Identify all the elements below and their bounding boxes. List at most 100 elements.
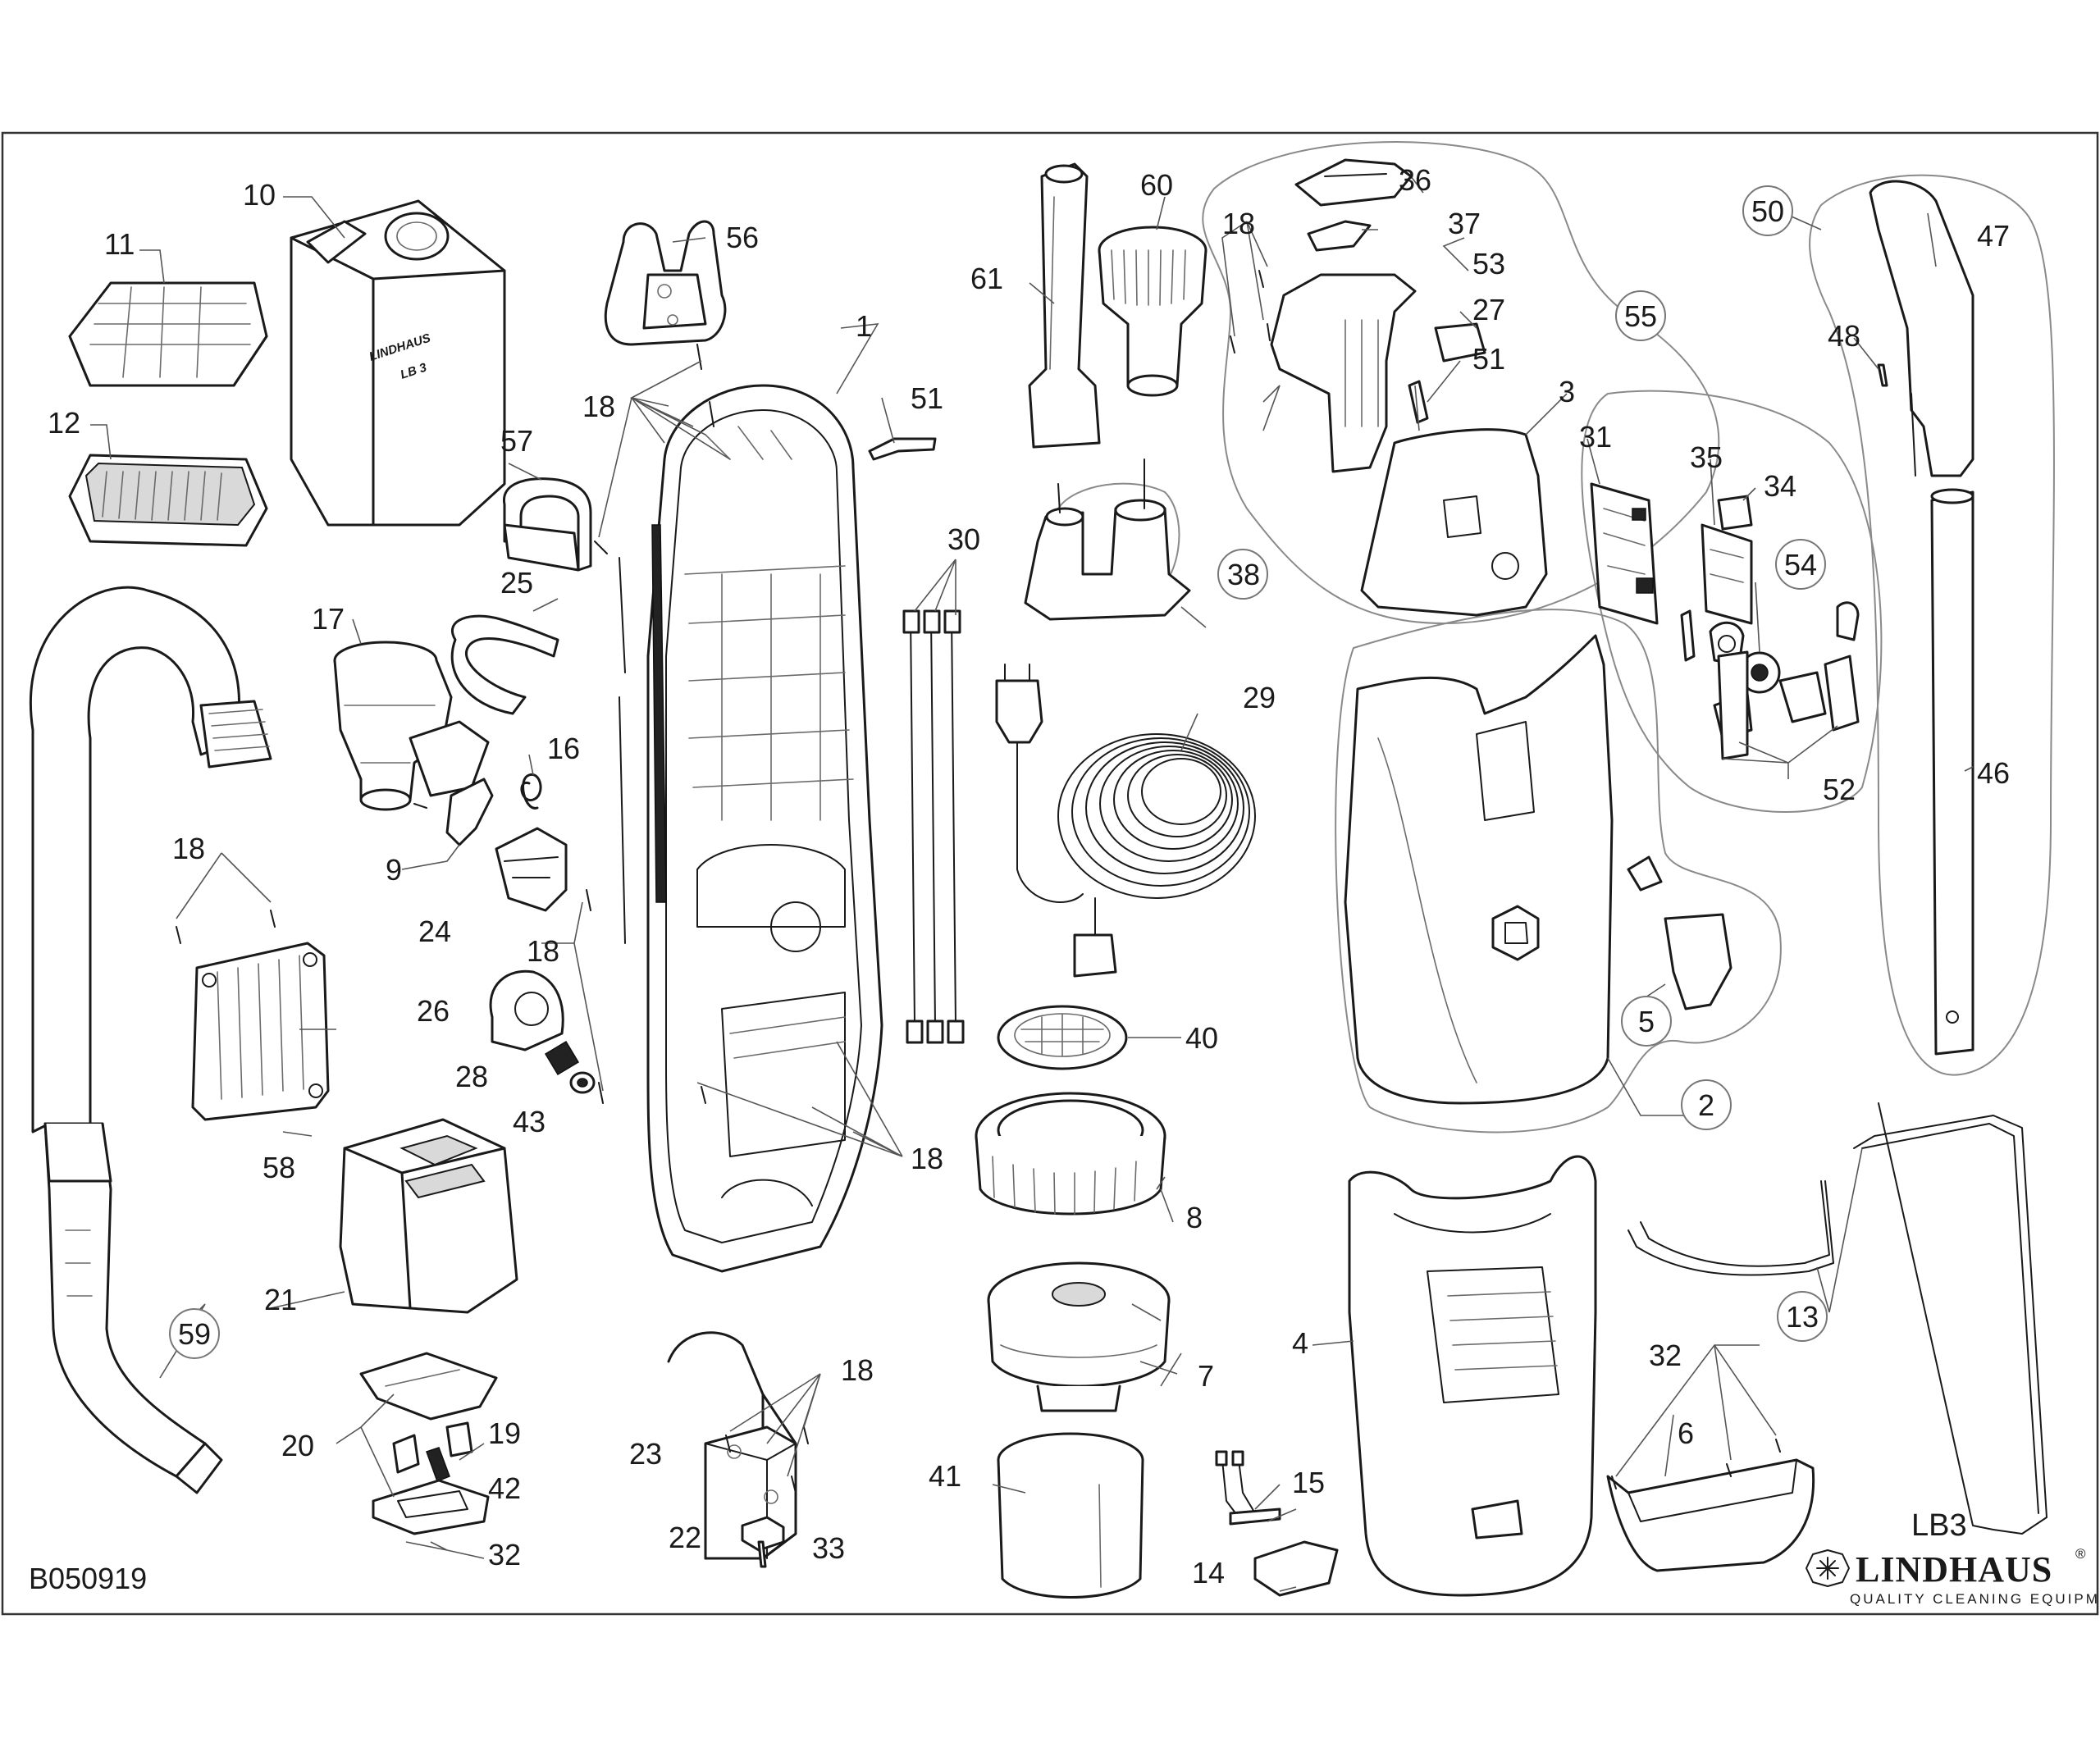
label-part-12: 12 [48, 406, 80, 440]
brand-registered: ® [2075, 1546, 2089, 1562]
handle-tube-part [1930, 488, 1974, 1056]
label-part-21: 21 [264, 1283, 297, 1316]
holder-plate-part [359, 1352, 498, 1421]
label-part-18-housing: 18 [841, 1353, 874, 1387]
label-part-23: 23 [629, 1437, 662, 1471]
switch-rocker-part-37 [1307, 220, 1372, 252]
label-part-51-right: 51 [1472, 342, 1505, 376]
brand-tagline: QUALITY CLEANING EQUIPMENT [1850, 1591, 2100, 1607]
spring-part-42 [426, 1447, 450, 1482]
label-part-61: 61 [970, 262, 1003, 295]
label-part-16: 16 [547, 732, 580, 765]
screw-part-33 [757, 1540, 767, 1568]
clip-part [450, 614, 559, 715]
label-part-32-right: 32 [1649, 1339, 1682, 1372]
label-part-51-left: 51 [911, 381, 943, 415]
label-part-22: 22 [669, 1521, 701, 1554]
dusting-brush-part [1098, 226, 1208, 397]
bubble-2 [1681, 1079, 1732, 1130]
flap-part-9 [445, 778, 494, 846]
label-part-1: 1 [856, 309, 872, 343]
label-part-46: 46 [1977, 756, 2010, 790]
wire-hook-part [1640, 1180, 1830, 1267]
motor-part [987, 1261, 1171, 1412]
label-part-37: 37 [1448, 207, 1481, 240]
handle-grip-part [1869, 180, 1974, 477]
group-outline-front-cover [1335, 609, 1782, 1133]
bushing-part-43 [569, 1071, 596, 1094]
cable-part-15 [1215, 1450, 1281, 1526]
label-part-33: 33 [812, 1531, 845, 1565]
seal-strip-part-2 [619, 696, 626, 944]
bubble-59 [169, 1308, 220, 1359]
lindhaus-logo: LINDHAUS ® QUALITY CLEANING EQUIPMENT [1806, 1546, 2100, 1607]
wire-frame-part [1853, 1102, 2048, 1535]
label-part-34: 34 [1764, 469, 1796, 503]
switch-part-27 [1434, 322, 1486, 363]
tray-part [1606, 1458, 1815, 1572]
bracket-part [503, 477, 592, 572]
nut-part [741, 1516, 785, 1552]
knob-part-52 [1680, 601, 1860, 760]
carry-handle-part [604, 220, 727, 346]
label-part-52: 52 [1823, 773, 1856, 806]
label-part-42: 42 [488, 1471, 521, 1505]
spring-part-16 [520, 773, 542, 810]
label-part-2: 2 [1698, 1088, 1714, 1122]
label-part-59: 59 [178, 1317, 211, 1351]
cover-part-14 [1253, 1540, 1339, 1597]
label-part-14: 14 [1192, 1556, 1225, 1590]
label-part-50: 50 [1751, 194, 1784, 228]
label-part-32-left: 32 [488, 1538, 521, 1571]
label-part-26: 26 [417, 994, 450, 1028]
label-part-55: 55 [1624, 299, 1657, 333]
bubble-55 [1615, 290, 1666, 341]
label-part-19: 19 [488, 1416, 521, 1450]
label-part-31: 31 [1579, 420, 1612, 454]
brand-name: LINDHAUS [1856, 1549, 2052, 1590]
label-part-3: 3 [1559, 375, 1575, 408]
label-part-15: 15 [1292, 1466, 1325, 1499]
label-part-30: 30 [947, 522, 980, 556]
label-part-18-mid: 18 [527, 934, 559, 968]
circuit-board-part-35 [1701, 523, 1753, 625]
micro-filter-part [68, 454, 268, 547]
wire-hook-part-2 [1628, 1180, 1834, 1276]
spring-part-28 [544, 1040, 580, 1076]
label-part-27: 27 [1472, 293, 1505, 326]
label-part-20: 20 [281, 1429, 314, 1462]
side-panel-part [191, 942, 330, 1121]
hose-part [30, 586, 272, 1494]
base-plate-part [372, 1479, 490, 1535]
screw-set [176, 270, 1781, 1494]
label-part-47: 47 [1977, 219, 2010, 253]
label-part-18-left: 18 [172, 832, 205, 865]
motor-filter-part [997, 1005, 1128, 1070]
label-part-36: 36 [1399, 163, 1431, 197]
label-part-40: 40 [1185, 1021, 1218, 1055]
drawing-code: B050919 [29, 1562, 147, 1595]
label-part-28: 28 [455, 1060, 488, 1093]
power-cord-part [995, 664, 1256, 978]
label-part-4: 4 [1292, 1326, 1308, 1360]
leader-lines [90, 176, 1974, 1592]
label-part-7: 7 [1198, 1359, 1214, 1393]
label-part-54: 54 [1784, 548, 1817, 582]
screw-part-48 [1877, 363, 1888, 387]
label-part-48: 48 [1828, 319, 1860, 353]
label-part-24: 24 [418, 915, 451, 948]
crevice-tool-part [1028, 162, 1101, 449]
strip-part-51 [1408, 380, 1429, 424]
label-part-41: 41 [929, 1459, 961, 1493]
label-part-25: 25 [500, 566, 533, 600]
label-part-58: 58 [262, 1151, 295, 1184]
wire-frame-part-2 [1861, 1123, 2039, 1514]
bubble-13 [1777, 1291, 1828, 1342]
wire-harness-part [902, 609, 965, 1044]
label-part-11: 11 [104, 227, 135, 261]
circuit-board-part [1590, 482, 1659, 625]
label-part-5: 5 [1638, 1005, 1655, 1038]
star-icon [1806, 1549, 1850, 1587]
switch-housing-part-53 [1270, 273, 1417, 473]
